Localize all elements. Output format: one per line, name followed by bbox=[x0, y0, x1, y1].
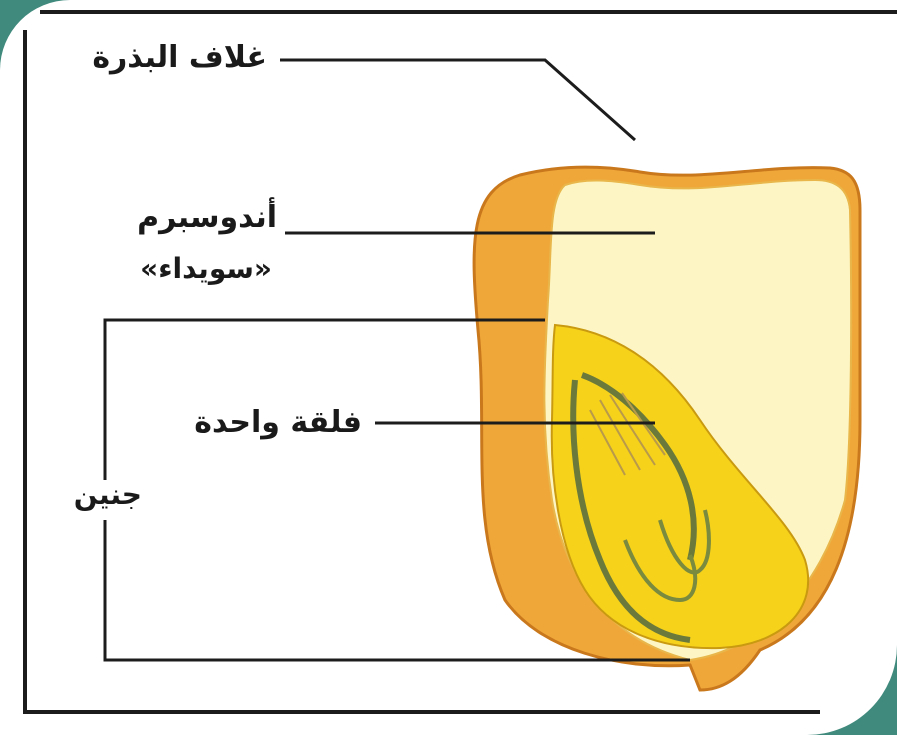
endosperm-label-line1: أندوسبرم bbox=[137, 200, 277, 235]
embryo-label: جنين bbox=[74, 478, 142, 511]
seed-coat-leader bbox=[280, 60, 635, 140]
endosperm-label-line2: «سويداء» bbox=[140, 252, 272, 285]
seed-coat-label: غلاف البذرة bbox=[92, 40, 267, 75]
cotyledon-label: فلقة واحدة bbox=[194, 405, 362, 440]
